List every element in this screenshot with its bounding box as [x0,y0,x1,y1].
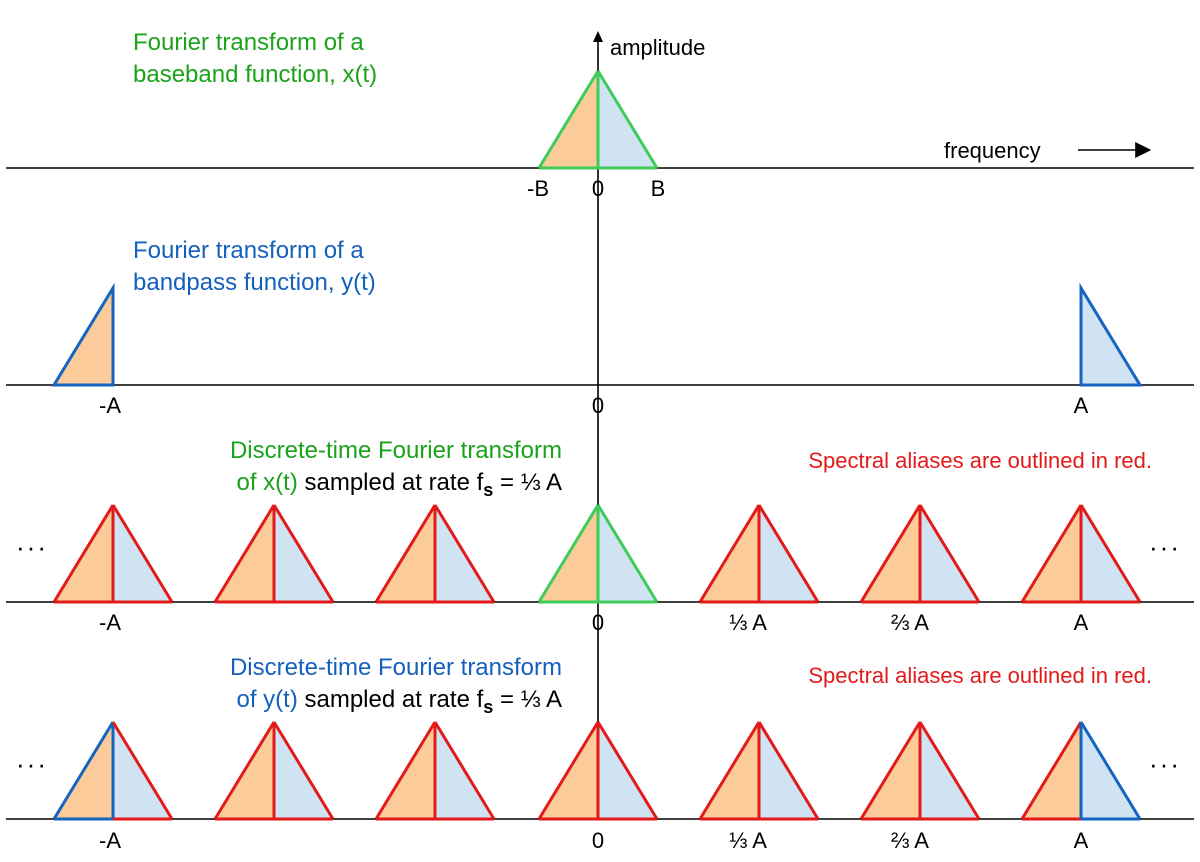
left-edge [1020,504,1083,603]
tick-third-a-panel4: ⅓ A [729,828,767,853]
panel3-alias-note: Spectral aliases are outlined in red. [808,448,1152,473]
dtft-y-copy [698,721,820,821]
panel4-right-ellipsis: ··· [1149,749,1181,779]
panel1-spectrum [537,70,659,170]
dtft-x-copy [1020,504,1142,604]
dtft-x-copy [859,504,981,604]
panel4-spectrum [52,721,1142,821]
panel4-caption-rate: sampled at rate f [298,686,484,713]
tick-neg-b: -B [527,176,549,201]
left-edge [52,721,115,820]
right-edge [596,721,659,820]
amplitude-arrow-icon [593,31,603,42]
panel3-left-ellipsis: ··· [16,532,48,562]
frequency-label: frequency [944,138,1041,163]
left-edge [698,721,761,820]
amplitude-label: amplitude [610,35,705,60]
panel4-caption-sub: s [483,697,493,717]
left-edge [537,504,600,603]
left-edge [859,721,922,820]
dtft-x-copy [374,504,496,604]
tick-zero-panel2: 0 [592,393,604,418]
tick-pos-a-panel3: A [1074,610,1089,635]
tick-neg-a-panel3: -A [99,610,121,635]
panel3-caption-line2: of x(t) sampled at rate fs = ⅓ A [236,469,562,500]
panel4-caption-line1: Discrete-time Fourier transform [230,654,562,681]
panel1-baseband: Fourier transform of a baseband function… [133,29,665,201]
tick-zero-panel4: 0 [592,828,604,853]
dtft-y-copy [859,721,981,821]
dtft-y-copy [1020,721,1142,821]
tick-neg-a-panel4: -A [99,828,121,853]
dtft-x-copy [52,504,174,604]
left-edge [52,504,115,603]
left-edge [537,721,600,820]
panel3-right-ellipsis: ··· [1149,532,1181,562]
right-edge [272,721,335,820]
panel2-spectrum [51,282,1143,387]
left-edge [698,504,761,603]
tick-pos-a-panel4: A [1074,828,1089,853]
dtft-x-copy [213,504,335,604]
panel1-caption-line1: Fourier transform of a [133,29,364,56]
left-edge [213,721,276,820]
panel3-caption-line1: Discrete-time Fourier transform [230,437,562,464]
left-edge [859,504,922,603]
panel3-caption-xt: of x(t) [236,469,297,496]
tick-two-thirds-a-panel4: ⅔ A [891,828,929,853]
panel3-caption-rate: sampled at rate f [298,469,484,496]
tick-zero-panel3: 0 [592,610,604,635]
tick-neg-a-panel2: -A [99,393,121,418]
left-edge [374,721,437,820]
bandpass-negative-half [51,282,115,387]
right-edge [1079,504,1142,603]
right-edge [918,504,981,603]
tick-zero-panel1: 0 [592,176,604,201]
dtft-x-copy [537,504,659,604]
right-edge [111,721,174,820]
right-edge [272,504,335,603]
panel2-caption-line1: Fourier transform of a [133,237,364,264]
right-edge [433,504,496,603]
dtft-y-copy [213,721,335,821]
right-edge [757,721,820,820]
tick-third-a-panel3: ⅓ A [729,610,767,635]
panel1-caption-line2: baseband function, x(t) [133,61,377,88]
panel2-bandpass: Fourier transform of a bandpass function… [51,237,1143,418]
left-edge [1020,721,1083,820]
panel4-caption-line2: of y(t) sampled at rate fs = ⅓ A [236,686,562,717]
right-edge [757,504,820,603]
panel4-caption-tail: = ⅓ A [493,686,562,713]
right-edge [111,504,174,603]
dtft-y-copy [374,721,496,821]
dtft-y-copy [537,721,659,821]
dtft-y-copy [52,721,174,821]
panel4-dtft-y: Discrete-time Fourier transform of y(t) … [16,654,1181,853]
dtft-x-copy [698,504,820,604]
panel3-caption-sub: s [483,480,493,500]
panel3-spectrum [52,504,1142,604]
right-edge [596,70,659,169]
bandpass-positive-half [1079,282,1143,387]
right-edge [1079,721,1142,820]
tick-pos-b: B [651,176,666,201]
left-edge [374,504,437,603]
panel4-caption-yt: of y(t) [236,686,297,713]
right-edge [918,721,981,820]
panel2-caption-line2: bandpass function, y(t) [133,269,376,296]
baseband-triangle [537,70,659,170]
panel3-dtft-x: Discrete-time Fourier transform of x(t) … [16,437,1181,635]
left-edge [213,504,276,603]
right-edge [596,504,659,603]
right-edge [433,721,496,820]
panel4-left-ellipsis: ··· [16,749,48,779]
panel3-caption-tail: = ⅓ A [493,469,562,496]
left-edge [537,70,600,169]
tick-pos-a-panel2: A [1074,393,1089,418]
panel4-alias-note: Spectral aliases are outlined in red. [808,663,1152,688]
tick-two-thirds-a-panel3: ⅔ A [891,610,929,635]
